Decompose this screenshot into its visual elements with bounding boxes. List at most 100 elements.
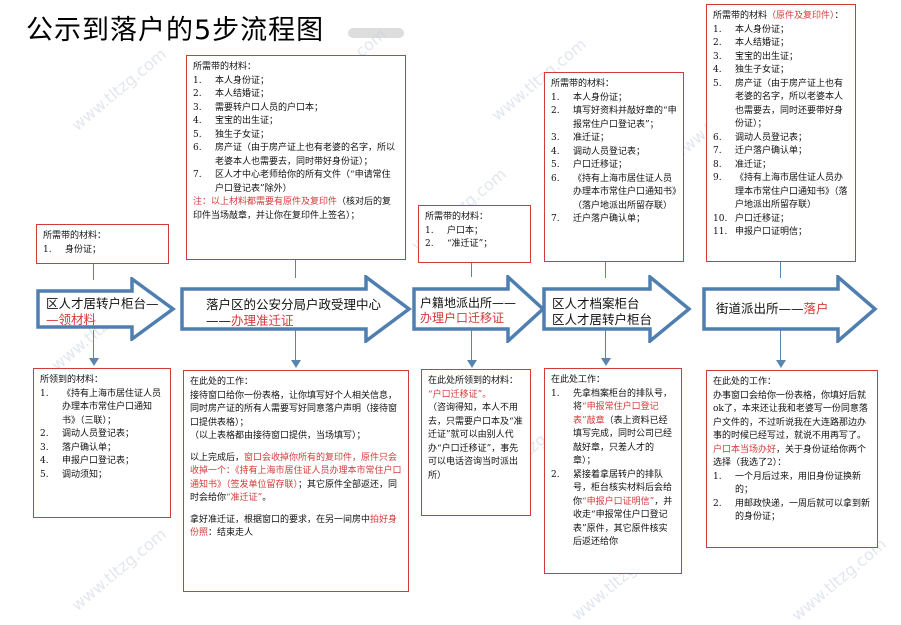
list-item: 3.宝宝的出生证； — [713, 51, 799, 62]
paragraph: “户口迁移证”。 — [428, 389, 492, 400]
step2-required-materials: 所需带的材料： 1.本人身份证； 2.本人结婚证； 3.需要转户口人员的户口本；… — [186, 55, 406, 260]
box-title: 所需带的材料： — [425, 212, 489, 222]
connector-arrowhead — [776, 360, 786, 368]
list-item: 2.填写好资料并敲好章的“申报常住户口登记表”； — [551, 106, 677, 130]
box-title: 在此处的工作： — [713, 377, 777, 387]
connector-line — [471, 330, 472, 362]
connector-line — [295, 330, 296, 362]
step5-work: 在此处的工作： 办事窗口会给你一份表格，你填好后就ok了，本来还让我和老婆写一份… — [706, 370, 878, 548]
watermark: www.tltzg.com — [67, 524, 171, 615]
step3-arrow: 户籍地派出所——办理户口迁移证 — [412, 275, 546, 343]
step5-label: 街道派出所——落户 — [716, 301, 829, 316]
list-item: 2.用邮政快递，一周后就可以拿到新的身份证； — [713, 498, 871, 523]
paragraph: 户口本当场办好，关于身份证给你两个选择（我选了2）： — [713, 444, 867, 469]
block-arrow-shape — [542, 275, 692, 343]
connector-line — [295, 260, 296, 278]
step2-arrow: 落户区的公安分局户政受理中心——办理准迁证 — [180, 275, 412, 343]
connector-line — [605, 262, 606, 278]
list-item: 7.迁户落户确认单； — [551, 214, 646, 224]
step3-required-materials: 所需带的材料： 1.户口本； 2.“准迁证”； — [418, 205, 531, 263]
list-item: 1.一个月后过来，用旧身份证换新的； — [713, 471, 862, 496]
list-item: 1.身份证； — [43, 244, 102, 255]
block-arrow-shape — [36, 277, 176, 341]
watermark: www.tltzg.com — [67, 44, 171, 135]
list-item: 4.申报户口登记表； — [40, 456, 135, 466]
list-item: 6.调动人员登记表； — [713, 132, 808, 143]
list-item: 5.户口迁移证； — [551, 160, 628, 170]
list-item: 2.本人结婚证； — [713, 38, 790, 48]
step1-label: 区人才居转户柜台——领材料 — [46, 296, 159, 327]
list-item: 6.房产证（由于房产证上也有老婆的名字，所以老婆本人也需要去，同时带好身份证）； — [193, 143, 396, 167]
list-item: 1.本人身份证； — [551, 92, 628, 103]
connector-line — [780, 262, 781, 278]
step3-received-materials: 在此处所领到的材料： “户口迁移证”。 （咨询得知，本人不用去，只需要户口本及“… — [421, 369, 531, 516]
list-item: 1.先拿档案柜台的排队号，将“申报常住户口登记表”敲章（表上资料已经填写完成，同… — [551, 388, 673, 467]
list-item: 10.户口迁移证； — [713, 213, 790, 224]
list-item: 3.准迁证； — [551, 133, 610, 143]
list-item: 1.户口本； — [425, 225, 484, 236]
step5-arrow: 街道派出所——落户 — [702, 275, 878, 343]
list-item: 2.调动人员登记表； — [40, 429, 135, 439]
connector-arrowhead — [89, 358, 99, 366]
connector-line — [93, 330, 94, 360]
connector-line — [471, 263, 472, 277]
connector-arrowhead — [601, 358, 611, 366]
list-item: 7.区人才中心老师给你的所有文件（“申请常住户口登记表”除外） — [193, 170, 391, 194]
block-arrow-shape — [702, 275, 878, 343]
box-title: 所需带的材料： — [43, 231, 107, 241]
step2-work: 在此处的工作： 接待窗口给你一份表格，让你填写好个人相关信息，同时房产证的所有人… — [183, 370, 409, 592]
list-item: 1.本人身份证； — [713, 24, 790, 35]
list-item: 5.独生子女证； — [193, 129, 270, 140]
blurred-mark — [348, 28, 404, 38]
box-title: 在此处工作： — [551, 375, 606, 385]
step4-arrow: 区人才档案柜台区人才居转户柜台 — [542, 275, 692, 343]
step1-required-materials: 所需带的材料： 1.身份证； — [36, 224, 169, 264]
step3-label: 户籍地派出所——办理户口迁移证 — [420, 296, 517, 325]
paragraph: （咨询得知，本人不用去，只需要户口本及“准迁证”就可以由别人代办“户口迁移证”，… — [428, 403, 523, 481]
list-item: 4.独生子女证； — [713, 65, 790, 75]
paragraph: 以上完成后，窗口会收掉你所有的复印件，原件只会收掉一个：《持有上海市居住证人员办… — [190, 452, 402, 504]
list-item: 6.《持有上海市居住证人员办理本市常住户口通知书》（落户地派出所留存联） — [551, 173, 677, 211]
paragraph: 拿好准迁证，根据窗口的要求，在另一间房中拍好身份照：结束走人 — [190, 514, 398, 539]
step4-label: 区人才档案柜台区人才居转户柜台 — [552, 296, 653, 327]
page-title: 公示到落户的5步流程图 — [26, 15, 325, 46]
list-item: 1.本人身份证； — [193, 75, 270, 86]
list-item: 4.调动人员登记表； — [551, 146, 646, 157]
list-item: 9.《持有上海市居住证人员办理本市常住户口通知书》（落户地派出所留存联） — [713, 173, 848, 210]
connector-arrowhead — [467, 360, 477, 368]
connector-line — [780, 330, 781, 362]
list-item: 2.“准迁证”； — [425, 239, 493, 249]
list-item: 3.需要转户口人员的户口本； — [193, 102, 324, 113]
paragraph: （以上表格都由接待窗口提供，当场填写）； — [190, 431, 366, 441]
connector-line — [93, 264, 94, 280]
box-title: 所需带的材料： — [193, 62, 257, 72]
step4-work: 在此处工作： 1.先拿档案柜台的排队号，将“申报常住户口登记表”敲章（表上资料已… — [544, 368, 682, 574]
block-arrow-shape — [180, 275, 412, 343]
paragraph: 接待窗口给你一份表格，让你填写好个人相关信息，同时房产证的所有人需要写好同意落户… — [190, 390, 398, 428]
box-title: 在此处所领到的材料： — [428, 376, 519, 386]
box-title: 所领到的材料： — [40, 375, 104, 385]
box-title: 在此处的工作： — [190, 377, 254, 387]
list-item: 4.宝宝的出生证； — [193, 116, 279, 126]
step2-label: 落户区的公安分局户政受理中心——办理准迁证 — [206, 297, 382, 328]
list-item: 2.本人结婚证； — [193, 89, 270, 99]
step1-arrow: 区人才居转户柜台——领材料 — [36, 277, 176, 341]
list-item: 1.《持有上海市居住证人员办理本市常住户口通知书》（三联）； — [40, 388, 162, 426]
list-item: 5.房产证（由于房产证上也有老婆的名字，所以老婆本人也需要去，同时还要带好身份证… — [713, 78, 844, 130]
list-item: 7.迁户落户确认单； — [713, 146, 808, 156]
box-title: 所需带的材料（原件及复印件）： — [713, 11, 844, 21]
block-arrow-shape — [412, 275, 546, 343]
list-item: 11.申报户口证明信； — [713, 227, 808, 237]
step5-required-materials: 所需带的材料（原件及复印件）： 1.本人身份证； 2.本人结婚证； 3.宝宝的出… — [706, 4, 856, 262]
step4-required-materials: 所需带的材料： 1.本人身份证； 2.填写好资料并敲好章的“申报常住户口登记表”… — [544, 72, 684, 262]
list-item: 5.调动须知； — [40, 469, 108, 480]
list-item: 3.落户确认单； — [40, 442, 117, 453]
box-title: 所需带的材料： — [551, 79, 615, 89]
list-item: 2.紧接着拿居转户的排队号，柜台核实材料后会给你“申报户口证明信”，并收走“申报… — [551, 469, 673, 548]
connector-arrowhead — [291, 360, 301, 368]
box-note: 注：以上材料都需要有原件及复印件（核对后的复印件当场敲章，并让你在复印件上签名）… — [193, 197, 392, 221]
list-item: 8.准迁证； — [713, 159, 772, 170]
connector-line — [605, 330, 606, 360]
paragraph: 办事窗口会给你一份表格，你填好后就ok了，本来还让我和老婆写一份同意落户文件的，… — [713, 390, 868, 442]
step1-received-materials: 所领到的材料： 1.《持有上海市居住证人员办理本市常住户口通知书》（三联）； 2… — [33, 368, 171, 518]
